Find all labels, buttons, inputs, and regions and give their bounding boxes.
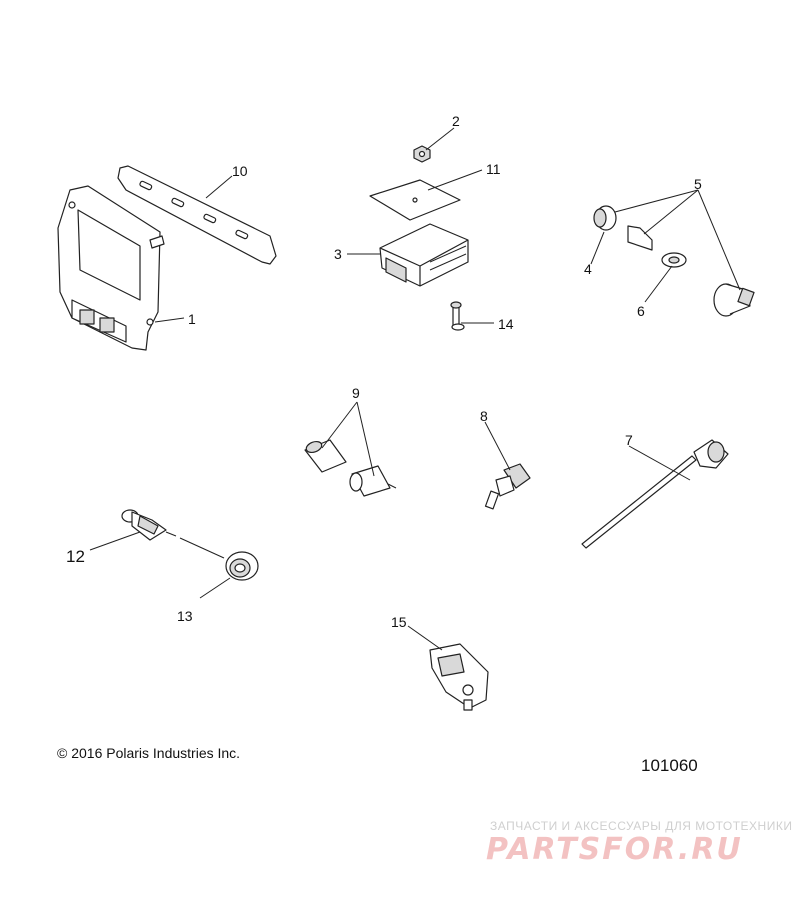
part-7-probe <box>581 439 729 549</box>
part-15-sensor <box>429 643 489 711</box>
part-5-sensor <box>713 283 755 317</box>
callout-3: 3 <box>334 246 342 262</box>
part-10-bracket <box>117 165 277 265</box>
callout-14: 14 <box>498 316 514 332</box>
callout-6: 6 <box>637 303 645 319</box>
leader-lines <box>89 127 741 651</box>
part-12-sensor <box>121 509 177 541</box>
part-8-sensor <box>484 463 531 510</box>
callout-5: 5 <box>694 176 702 192</box>
part-9-cylinders <box>304 439 397 497</box>
part-11-plate <box>369 179 461 221</box>
callout-7: 7 <box>625 432 633 448</box>
callout-1: 1 <box>188 311 196 327</box>
callout-15: 15 <box>391 614 407 630</box>
diagram-number: 101060 <box>641 756 698 775</box>
part-14-bolt <box>450 301 465 331</box>
callout-8: 8 <box>480 408 488 424</box>
copyright-text: © 2016 Polaris Industries Inc. <box>57 745 241 761</box>
callout-11: 11 <box>486 161 501 177</box>
callout-9: 9 <box>352 385 360 401</box>
watermark-subtitle: ЗАПЧАСТИ И АКСЕССУАРЫ ДЛЯ МОТОТЕХНИКИ <box>490 819 793 833</box>
callout-labels: 1 2 3 4 5 6 7 8 9 10 11 12 13 14 15 <box>66 113 702 630</box>
callout-12: 12 <box>66 547 85 566</box>
watermark-logo: PARTSFOR.RU <box>486 832 743 867</box>
callout-4: 4 <box>584 261 592 277</box>
part-5-clip <box>627 225 653 251</box>
callout-2: 2 <box>452 113 460 129</box>
callout-13: 13 <box>177 608 193 624</box>
part-13-grommet <box>225 551 259 581</box>
part-4-cap <box>593 205 617 231</box>
part-3-module <box>379 223 469 287</box>
callout-10: 10 <box>232 163 248 179</box>
part-6-washer <box>661 252 687 268</box>
part-1-ecu <box>57 185 165 351</box>
